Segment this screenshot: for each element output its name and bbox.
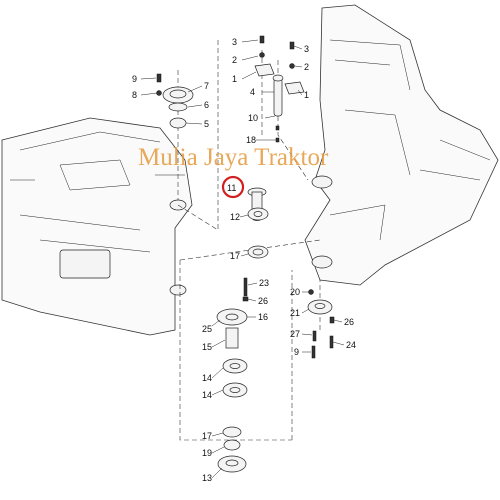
front-frame	[304, 4, 499, 286]
assembly-lines	[177, 40, 321, 441]
callout-15: 15	[202, 342, 212, 352]
callout-25: 25	[202, 324, 212, 334]
callout-24: 24	[346, 340, 356, 350]
lower-bearing-stack	[216, 277, 249, 473]
callout-8: 8	[132, 90, 137, 100]
middle-washers	[247, 207, 269, 259]
watermark: Mulia Jaya Traktor	[138, 144, 329, 171]
callout-13: 13	[202, 473, 212, 483]
callout-11: 11	[227, 183, 236, 193]
rear-frame	[1, 117, 193, 336]
upper-bearing-stack	[156, 73, 194, 129]
callout-17-mid: 17	[230, 251, 240, 261]
callout-3-right: 3	[304, 44, 309, 54]
upper-pin-parts	[254, 35, 305, 143]
callout-3-top: 3	[232, 37, 237, 47]
callout-1-right: 1	[304, 90, 309, 100]
leader-lines	[140, 39, 345, 479]
callout-23: 23	[259, 278, 269, 288]
callout-21: 21	[290, 308, 300, 318]
callout-27: 27	[290, 329, 300, 339]
callout-14-upper: 14	[202, 373, 212, 383]
callout-18: 18	[246, 135, 256, 145]
callout-5: 5	[204, 119, 209, 129]
callout-26-right: 26	[344, 317, 354, 327]
callout-7: 7	[204, 81, 209, 91]
callout-10: 10	[248, 113, 258, 123]
callout-26-mid: 26	[258, 296, 268, 306]
callout-2-top: 2	[232, 55, 237, 65]
callout-16: 16	[258, 312, 268, 322]
callout-2-right: 2	[304, 62, 309, 72]
callout-6: 6	[204, 100, 209, 110]
callout-1-top: 1	[232, 74, 237, 84]
callout-17-low: 17	[202, 431, 212, 441]
callout-9-lower: 9	[294, 347, 299, 357]
callout-20: 20	[290, 287, 300, 297]
right-lower-parts	[307, 289, 335, 359]
callout-9-upper: 9	[132, 74, 137, 84]
callout-12: 12	[230, 212, 240, 222]
highlight-ring	[221, 175, 245, 199]
callout-14-lower: 14	[202, 390, 212, 400]
callout-19: 19	[202, 448, 212, 458]
callout-4: 4	[250, 87, 255, 97]
